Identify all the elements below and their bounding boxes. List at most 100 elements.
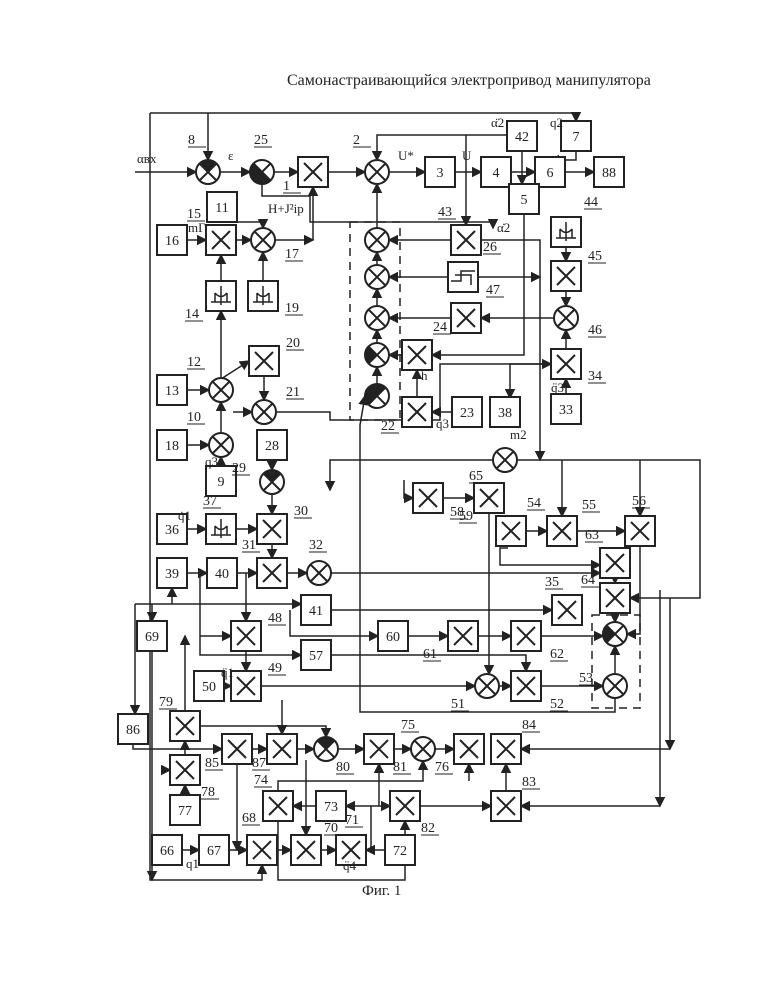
block-number: 26 xyxy=(483,240,497,255)
block-number: 19 xyxy=(285,301,299,316)
block-80 xyxy=(314,737,338,761)
block-59 xyxy=(474,483,504,513)
block-72: 72 xyxy=(385,835,415,865)
block-6: 6 xyxy=(535,157,565,187)
block-83 xyxy=(491,791,521,821)
block-30 xyxy=(257,514,287,544)
block-number: 68 xyxy=(242,811,256,826)
block-number: 55 xyxy=(582,498,596,513)
block-number: 72 xyxy=(393,844,407,859)
block-number: 46 xyxy=(588,323,602,338)
block-number: 49 xyxy=(268,661,282,676)
block-number: 84 xyxy=(522,718,536,733)
block-number: 54 xyxy=(527,496,541,511)
block-number: 10 xyxy=(187,410,201,425)
signal-label-q1_dot: q̇1 xyxy=(178,508,191,523)
block-number: 14 xyxy=(185,307,199,322)
signal-label-q2: q2 xyxy=(550,115,563,130)
block-41: 41 xyxy=(301,595,331,625)
signal-line xyxy=(500,548,600,565)
block-85 xyxy=(222,734,252,764)
signal-label-m_g: mГ xyxy=(188,220,206,235)
block-number: 41 xyxy=(309,604,323,619)
block-4: 4 xyxy=(481,157,511,187)
block-12 xyxy=(209,378,233,402)
figure-caption: Фиг. 1 xyxy=(362,883,401,900)
signal-line xyxy=(221,361,249,379)
block-number: 44 xyxy=(584,195,598,210)
block-57: 57 xyxy=(301,640,331,670)
block-78 xyxy=(170,755,200,785)
signal-line xyxy=(200,726,326,737)
block-58 xyxy=(413,483,443,513)
block-63 xyxy=(600,548,630,578)
block-number: 8 xyxy=(188,133,195,148)
block-66: 66 xyxy=(152,835,182,865)
block-29 xyxy=(260,470,284,494)
block-number: 76 xyxy=(435,760,449,775)
block-number: 48 xyxy=(268,611,282,626)
block-number: 56 xyxy=(632,494,646,509)
block-number: 73 xyxy=(324,800,338,815)
block-88: 88 xyxy=(594,157,624,187)
block-16: 16 xyxy=(157,225,187,255)
block-28: 28 xyxy=(257,430,287,460)
block-27s1 xyxy=(365,228,389,252)
block-number: 25 xyxy=(254,133,268,148)
block-68 xyxy=(247,835,277,865)
block-25 xyxy=(250,160,274,184)
block-number: 11 xyxy=(215,201,228,216)
block-49 xyxy=(231,671,261,701)
block-number: 78 xyxy=(201,785,215,800)
signal-line xyxy=(510,364,551,398)
block-75 xyxy=(411,737,435,761)
block-11: 11 xyxy=(207,192,237,222)
block-76 xyxy=(454,734,484,764)
signal-label-h_j2_ip: H+J²iр xyxy=(268,201,304,216)
block-62 xyxy=(511,621,541,651)
block-number: 61 xyxy=(423,647,437,662)
block-number: 13 xyxy=(165,384,179,399)
block-number: 75 xyxy=(401,718,415,733)
block-56 xyxy=(625,516,655,546)
block-number: 33 xyxy=(559,403,573,418)
block-number: 1 xyxy=(283,179,290,194)
block-8 xyxy=(196,160,220,184)
block-32 xyxy=(307,561,331,585)
block-73: 73 xyxy=(316,791,346,821)
block-55 xyxy=(547,516,577,546)
block-number: 35 xyxy=(545,575,559,590)
signal-label-u: U xyxy=(462,148,472,163)
signal-label-h: h xyxy=(421,368,428,383)
block-number: 36 xyxy=(165,523,179,538)
block-24 xyxy=(402,340,432,370)
block-number: 18 xyxy=(165,439,179,454)
block-number: 6 xyxy=(547,166,554,181)
signal-label-q3_dot: q̇3 xyxy=(436,416,449,431)
block-74 xyxy=(263,791,293,821)
signal-label-q1_ddot: q̈1 xyxy=(221,665,234,680)
block-number: 47 xyxy=(486,283,500,298)
block-60: 60 xyxy=(378,621,408,651)
block-77: 77 xyxy=(170,795,200,825)
block-54 xyxy=(496,516,526,546)
block-45 xyxy=(551,261,581,291)
block-1 xyxy=(298,157,328,187)
signal-label-alpha2_ddot: α̈2 xyxy=(491,115,504,130)
signal-line xyxy=(150,113,576,121)
block-number: 59 xyxy=(459,509,473,524)
block-23: 23 xyxy=(452,397,482,427)
block-40: 40 xyxy=(207,558,237,588)
block-number: 28 xyxy=(265,439,279,454)
block-number: 66 xyxy=(160,844,174,859)
block-70 xyxy=(291,835,321,865)
signal-label-q1: q1 xyxy=(186,856,199,871)
block-39: 39 xyxy=(157,558,187,588)
block-79 xyxy=(170,711,200,741)
block-15 xyxy=(206,225,236,255)
block-27s4 xyxy=(365,343,389,367)
block-number: 39 xyxy=(165,567,179,582)
signal-label-alpha2_dot: α̇2 xyxy=(497,220,510,235)
